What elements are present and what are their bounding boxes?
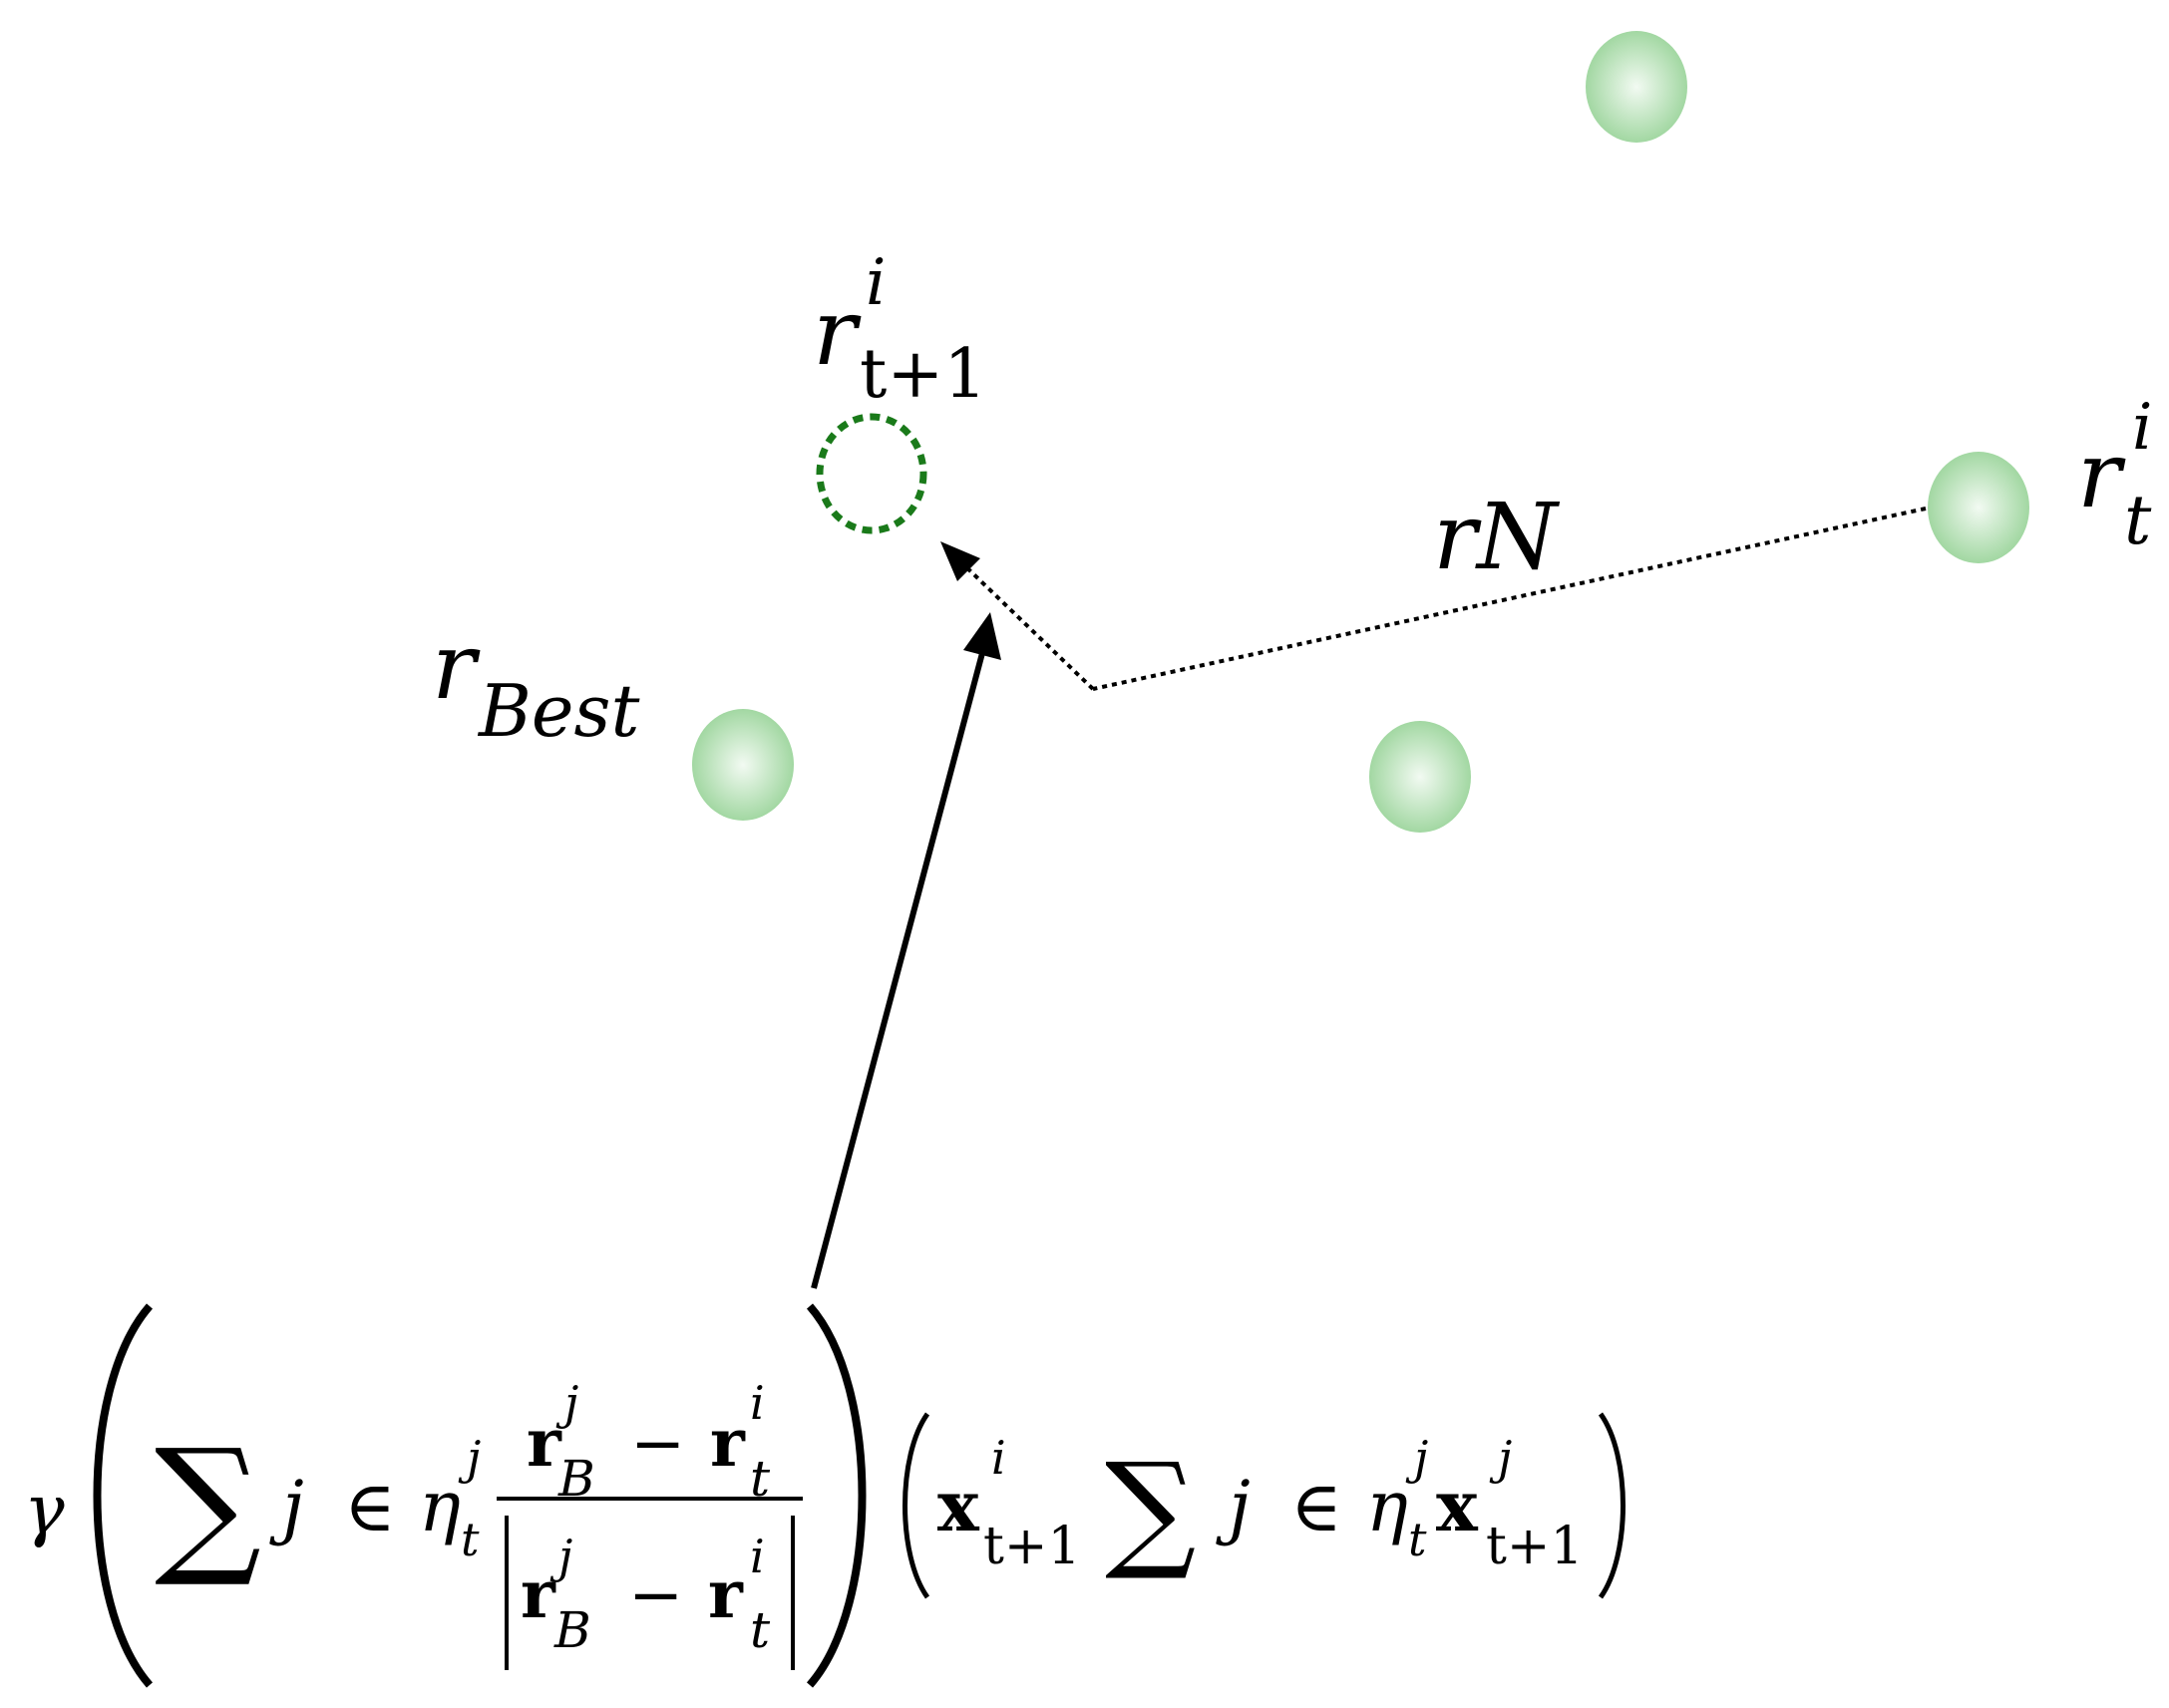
formula-num-r-b: r (527, 1404, 562, 1482)
formula-x-2: x (1436, 1465, 1479, 1547)
particle-top (1586, 31, 1687, 143)
update-formula: γ ∑ j ∈ η j t r j B − r i t r j B − r i … (24, 1303, 1626, 1688)
particle-middle (1369, 721, 1471, 833)
formula-den-r-t: r (708, 1555, 744, 1633)
formula-gamma: γ (24, 1472, 65, 1550)
label-r-current: r i t (2077, 391, 2152, 560)
formula-den-r-b: r (521, 1555, 556, 1633)
formula-eta-1-sup: j (458, 1431, 481, 1485)
particle-best (692, 709, 794, 821)
formula-eta-2-sup: j (1405, 1431, 1428, 1485)
formula-right-paren-small (1598, 1412, 1626, 1599)
label-rn: rN (1433, 484, 1561, 590)
formula-x-2-sub: t+1 (1486, 1517, 1584, 1576)
formula-sum-2: ∑ (1105, 1436, 1196, 1584)
r-current-sub: t (2124, 482, 2152, 560)
formula-sum-1: ∑ (155, 1418, 261, 1591)
formula-den-minus: − (628, 1556, 683, 1633)
formula-j-2: j (1216, 1466, 1251, 1547)
formula-den-sup-i: i (750, 1530, 765, 1583)
formula-right-paren-big (806, 1303, 867, 1688)
formula-x-1-sup: i (991, 1431, 1006, 1485)
formula-left-paren-small (903, 1412, 930, 1599)
formula-eta-1: η (419, 1466, 461, 1547)
r-next-sub: t+1 (860, 335, 987, 414)
formula-num-minus: − (630, 1405, 685, 1482)
r-best-sub: Best (477, 669, 640, 753)
r-current-base: r (2077, 422, 2126, 528)
r-next-sup: i (866, 246, 886, 320)
r-current-sup: i (2132, 391, 2152, 465)
neighbor-path-dotted (1092, 507, 1927, 691)
solid-arrow-shaft (811, 652, 985, 1289)
formula-x-2-sup: j (1489, 1431, 1512, 1485)
solid-arrow-head (963, 612, 1001, 660)
formula-x-1-sub: t+1 (983, 1517, 1081, 1576)
label-r-best: r Best (432, 613, 640, 753)
formula-x-1: x (937, 1465, 980, 1547)
formula-den-sub-t: t (750, 1601, 771, 1659)
formula-eta-2-sub: t (1408, 1513, 1427, 1566)
formula-j-1: j (269, 1466, 304, 1547)
formula-num-sup-i: i (750, 1376, 765, 1430)
formula-num-sub-t: t (750, 1450, 771, 1508)
r-best-base: r (432, 613, 481, 720)
dotted-arrow-shaft (960, 561, 1095, 691)
formula-eta-1-sub: t (461, 1513, 480, 1566)
formula-num-r-t: r (710, 1404, 746, 1482)
label-r-next: r i t+1 (813, 246, 987, 414)
dotted-arrow-head (940, 541, 980, 581)
formula-eta-2: η (1366, 1466, 1408, 1547)
formula-in-2: ∈ (1290, 1466, 1342, 1547)
formula-den-sub-b: B (553, 1601, 591, 1659)
r-next-base: r (813, 279, 862, 386)
formula-left-paren-big (93, 1303, 154, 1688)
next-position-ring (816, 413, 927, 534)
particle-current (1928, 452, 2029, 563)
formula-in-1: ∈ (344, 1466, 396, 1547)
